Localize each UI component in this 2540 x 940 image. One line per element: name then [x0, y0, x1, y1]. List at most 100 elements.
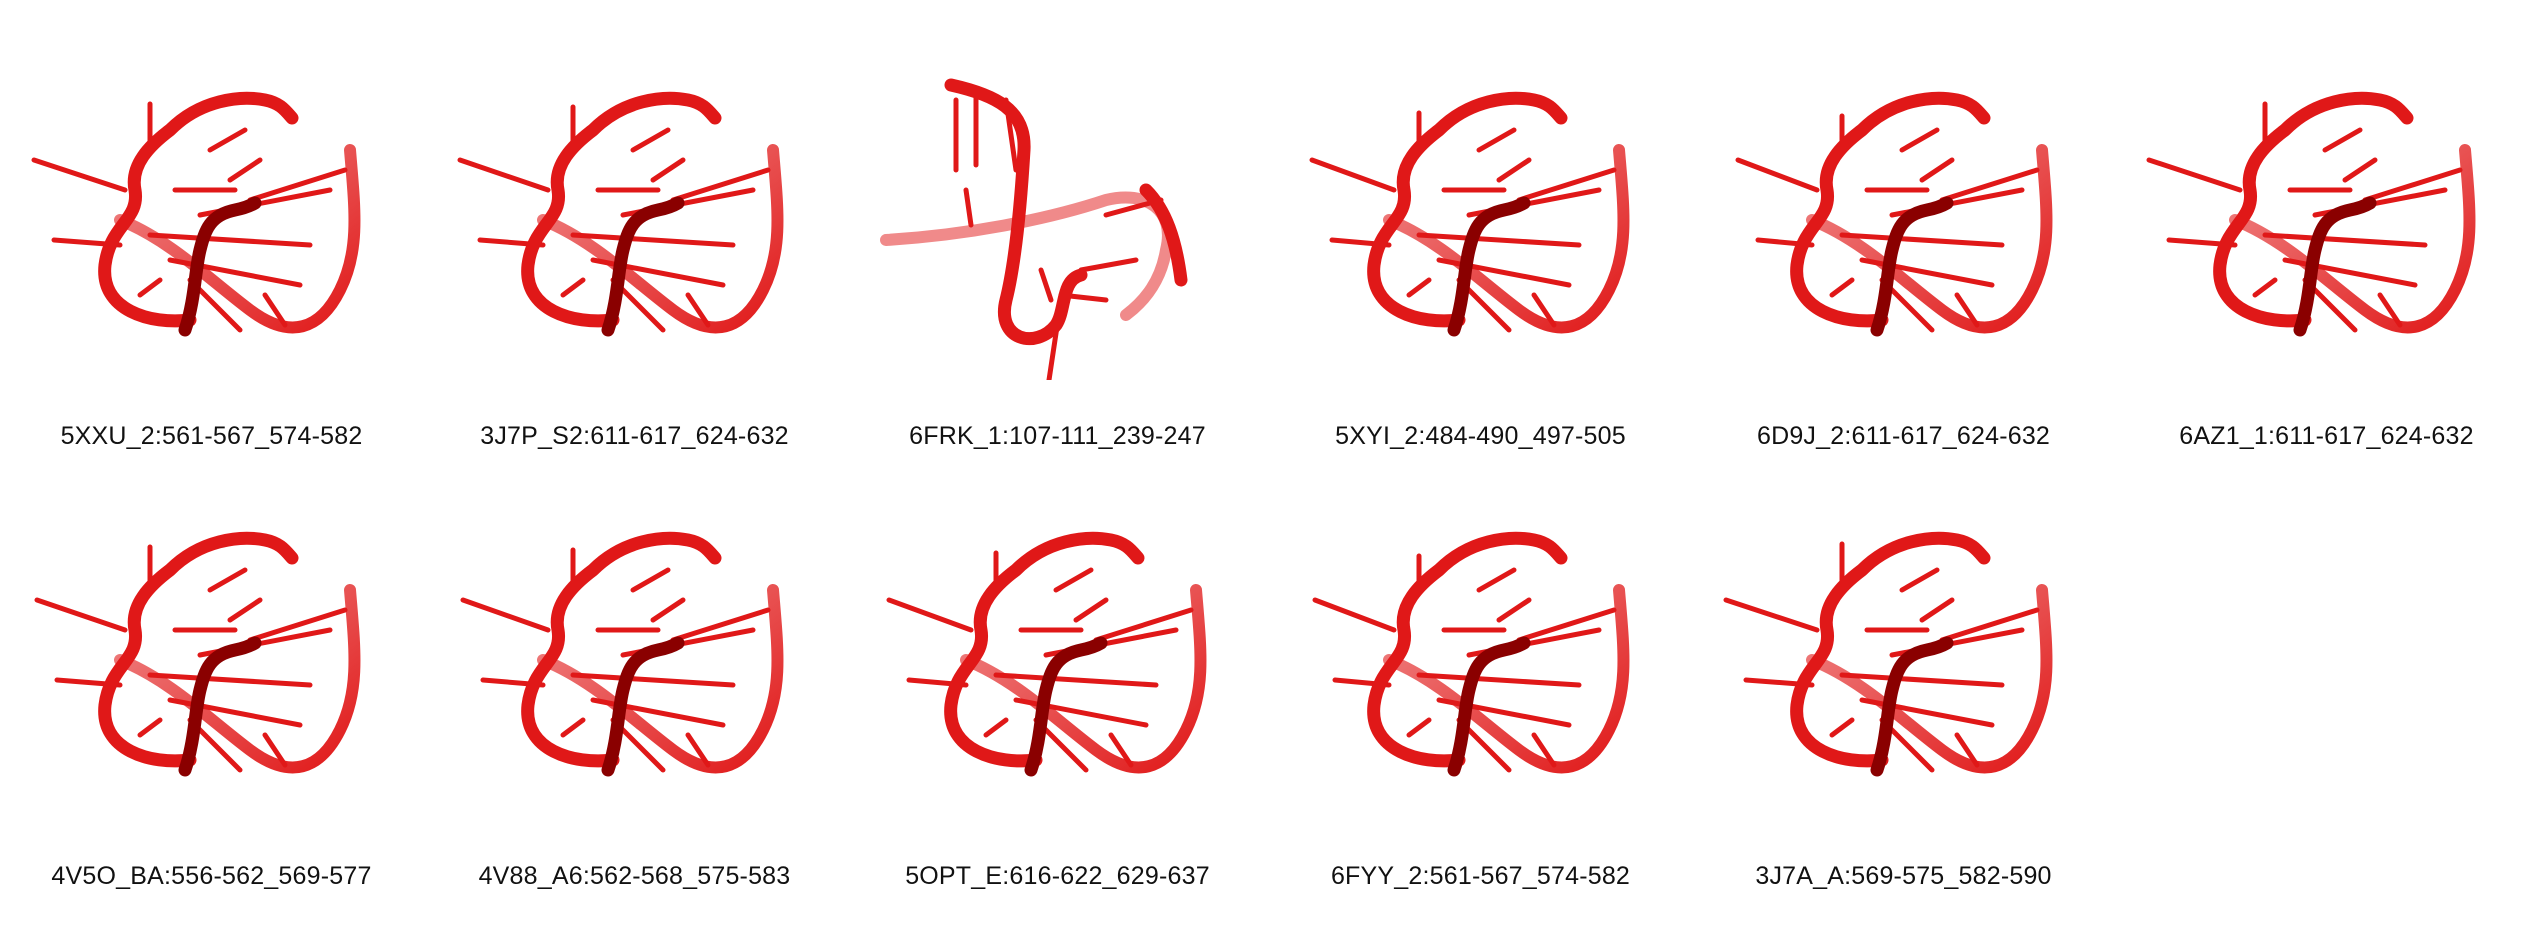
base-pair-stick — [650, 157, 686, 183]
rna-structure-render — [1309, 91, 1630, 337]
rna-inner-strand — [601, 196, 685, 337]
rna-inner-strand — [601, 636, 685, 777]
base-pair-stick — [1516, 607, 1617, 643]
structure-cell: 5XXU_2:561-567_574-582 — [0, 40, 423, 480]
base-pair-stick — [630, 127, 671, 153]
rna-structure-render — [460, 531, 784, 777]
base-pair-stick — [650, 597, 686, 623]
base-pair-stick — [1406, 277, 1432, 298]
base-pair-stick — [2262, 232, 2428, 248]
structure-cell: 3J7A_A:569-575_582-590 — [1692, 480, 2115, 920]
structure-label: 5OPT_E:616-622_629-637 — [905, 862, 1210, 890]
rna-inner-strand — [178, 636, 262, 777]
base-pair-stick — [993, 672, 1159, 688]
base-pair-stick — [2252, 277, 2278, 298]
base-pair-stick — [2377, 292, 2403, 328]
structure-cell: 6FYY_2:561-567_574-582 — [1269, 480, 1692, 920]
base-pair-stick — [1093, 607, 1194, 643]
base-pair-stick — [570, 232, 736, 248]
base-pair-stick — [147, 232, 313, 248]
rna-structure-render — [2146, 91, 2476, 337]
rna-structure-render — [880, 78, 1188, 380]
base-pair-stick — [983, 717, 1009, 738]
base-pair-stick — [670, 167, 771, 203]
base-pair-stick — [2362, 167, 2463, 203]
base-pair-stick — [1939, 607, 2040, 643]
rna-back-strand — [114, 144, 361, 334]
base-pair-stick — [1735, 157, 1820, 193]
base-pair-stick — [247, 607, 348, 643]
rna-back-strand — [2229, 144, 2476, 334]
base-pair-stick — [1416, 232, 1582, 248]
base-pair-stick — [1476, 567, 1517, 593]
base-pair-stick — [1516, 167, 1617, 203]
structure-label: 3J7A_A:569-575_582-590 — [1755, 862, 2052, 890]
base-pair-stick — [262, 732, 288, 768]
base-pair-stick — [670, 607, 771, 643]
rna-inner-strand — [1447, 196, 1531, 337]
structure-cell: 4V88_A6:562-568_575-583 — [423, 480, 846, 920]
base-pair-stick — [1073, 597, 1109, 623]
structure-label: 4V88_A6:562-568_575-583 — [478, 862, 791, 890]
base-pair-stick — [460, 597, 551, 633]
base-pair-stick — [1108, 732, 1134, 768]
base-pair-stick — [1406, 717, 1432, 738]
base-pair-stick — [685, 292, 711, 328]
base-pair-stick — [1531, 292, 1557, 328]
base-pair-stick — [1954, 292, 1980, 328]
rna-front-strand — [1790, 531, 1991, 768]
structure-label: 6AZ1_1:611-617_624-632 — [2179, 422, 2474, 450]
structure-label: 5XXU_2:561-567_574-582 — [60, 422, 363, 450]
structure-label: 4V5O_BA:556-562_569-577 — [51, 862, 372, 890]
structure-label: 5XYI_2:484-490_497-505 — [1335, 422, 1626, 450]
rna-structure-render — [34, 531, 361, 777]
base-pair-stick — [2342, 157, 2378, 183]
base-pair-stick — [227, 157, 263, 183]
base-pair-stick — [1312, 597, 1397, 633]
rna-front-strand — [944, 78, 1088, 346]
base-pair-stick — [630, 567, 671, 593]
base-pair-stick — [1496, 597, 1532, 623]
structure-cell: 5OPT_E:616-622_629-637 — [846, 480, 1269, 920]
rna-inner-strand — [1024, 636, 1108, 777]
base-pair-stick — [457, 157, 551, 193]
rna-inner-strand — [178, 196, 262, 337]
rna-inner-strand — [2293, 196, 2377, 337]
base-pair-stick — [1839, 672, 2005, 688]
base-pair-stick — [1078, 257, 1139, 273]
rna-tail-strand — [1139, 183, 1188, 287]
base-pair-stick — [1723, 597, 1820, 633]
rna-front-strand — [98, 531, 299, 768]
rna-back-strand — [114, 584, 361, 774]
rna-back-strand — [1383, 584, 1630, 774]
base-pair-stick — [262, 292, 288, 328]
structure-cell: 5XYI_2:484-490_497-505 — [1269, 40, 1692, 480]
base-pair-stick — [1531, 732, 1557, 768]
base-pair-stick — [207, 567, 248, 593]
rna-front-strand — [1367, 91, 1568, 328]
base-pair-stick — [1038, 267, 1054, 303]
base-pair-stick — [570, 672, 736, 688]
base-pair-stick — [1829, 717, 1855, 738]
rna-front-strand — [1790, 91, 1991, 328]
rna-structure-render — [1312, 531, 1630, 777]
structure-label: 6FYY_2:561-567_574-582 — [1330, 862, 1631, 890]
base-pair-stick — [227, 597, 263, 623]
rna-back-strand — [1806, 144, 2053, 334]
base-pair-stick — [34, 597, 128, 633]
rna-inner-strand — [1870, 196, 1954, 337]
rna-front-strand — [521, 531, 722, 768]
base-pair-stick — [1309, 157, 1397, 193]
rna-back-strand — [1806, 584, 2053, 774]
rna-inner-strand — [1870, 636, 1954, 777]
base-pair-stick — [2322, 127, 2363, 153]
structure-cell: 3J7P_S2:611-617_624-632 — [423, 40, 846, 480]
base-pair-stick — [1919, 597, 1955, 623]
structure-label: 6D9J_2:611-617_624-632 — [1756, 422, 2051, 450]
base-pair-stick — [1476, 127, 1517, 153]
base-pair-stick — [207, 127, 248, 153]
rna-structure-render — [886, 531, 1207, 777]
base-pair-stick — [560, 277, 586, 298]
base-pair-stick — [1899, 127, 1940, 153]
rna-front-strand — [1367, 531, 1568, 768]
